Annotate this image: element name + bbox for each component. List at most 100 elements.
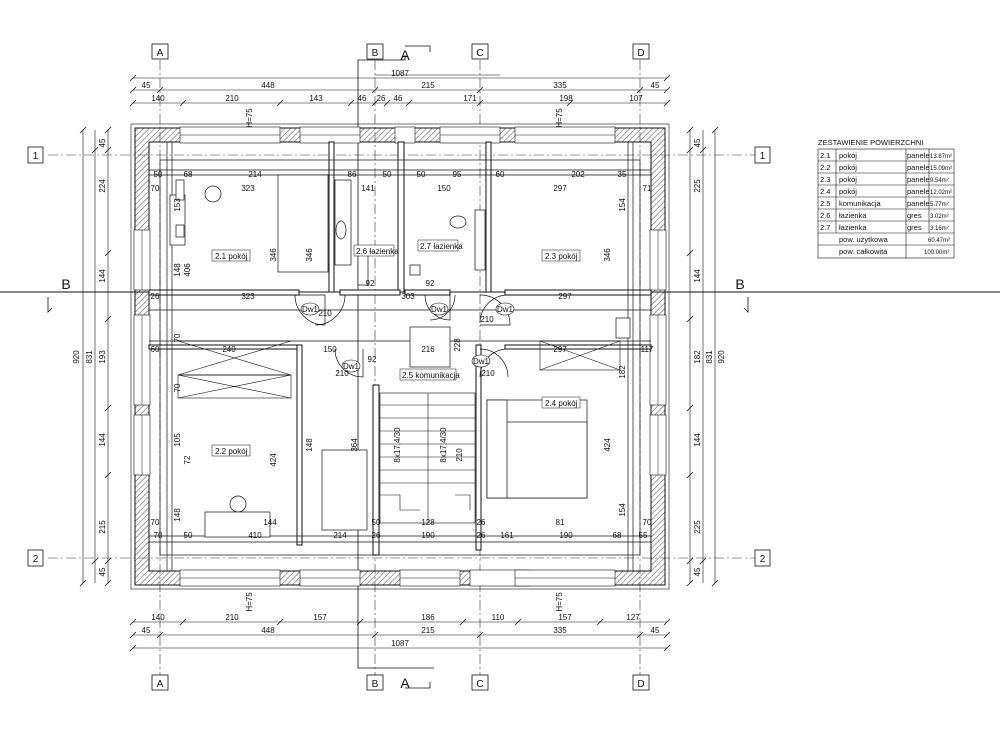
- window-h-top-left: H=75: [245, 108, 254, 128]
- axis-label-d-top: D: [637, 48, 644, 59]
- fixtures: [169, 174, 631, 538]
- room-label-2-5: 2.5 komunikacja: [402, 371, 460, 380]
- axis-label-d-bottom: D: [637, 679, 644, 690]
- window-h-bottom-right: H=75: [555, 592, 564, 612]
- dim-top-r2-1: 448: [261, 81, 275, 90]
- dim-left-mid: 831: [85, 350, 94, 364]
- dim-in-346b: 346: [305, 248, 314, 262]
- dim-in-410: 144: [263, 518, 277, 527]
- axis-label-2-right: 2: [760, 554, 766, 565]
- table-row-0-area: 13.87m²: [930, 154, 952, 160]
- dim-bot-r2-1: 448: [261, 626, 275, 635]
- dim-in-210a: 210: [318, 309, 332, 318]
- table-row-6-name: łazienka: [839, 223, 867, 232]
- dim-in-105: 70: [173, 333, 182, 342]
- axis-label-2-left: 2: [33, 554, 39, 565]
- dim-in-141: 141: [361, 184, 375, 193]
- dim-top-r2-3: 335: [553, 81, 567, 90]
- dim-left-seg-4: 144: [98, 433, 107, 447]
- dim-in-210c: 210: [335, 369, 349, 378]
- dim-right-mid: 831: [705, 350, 714, 364]
- dim-in-26d: 26: [477, 531, 486, 540]
- dim-in-50b: 50: [417, 170, 426, 179]
- dim-right-seg-5: 225: [693, 520, 702, 534]
- dim-in-424a: 148: [305, 438, 314, 452]
- door-tag-1: Dw1: [302, 305, 319, 314]
- door-tag-5: Dw1: [473, 357, 490, 366]
- dim-bot-r1-1: 210: [225, 613, 239, 622]
- dim-in-297-bot: 81: [556, 518, 565, 527]
- table-row-3-name: pokój: [839, 187, 857, 196]
- table-row-1-finish: panele: [907, 163, 930, 172]
- dim-top-r3-4: 26: [377, 94, 386, 103]
- table-summary-0-area: 60.47m²: [928, 238, 950, 244]
- door-tag-4: Dw1: [343, 362, 360, 371]
- dim-in-297-top: 297: [553, 184, 567, 193]
- dim-in-406: 406: [183, 263, 192, 277]
- dim-in-50a: 50: [383, 170, 392, 179]
- dim-in-68-tl: 68: [184, 170, 193, 179]
- room-label-2-7: 2.7 łazienka: [420, 242, 463, 251]
- dim-right-seg-6: 45: [693, 567, 702, 576]
- table-row-6-num: 2.7: [820, 223, 830, 232]
- room-label-2-6: 2.6 łazienka: [356, 247, 399, 256]
- dim-bot-r2-4: 45: [651, 626, 660, 635]
- dim-in-50-tl: 50: [154, 170, 163, 179]
- section-b-right-label: B: [735, 276, 744, 292]
- dim-in-364a: 424: [269, 453, 278, 467]
- table-row-2-num: 2.3: [820, 175, 830, 184]
- dim-right-seg-2: 144: [693, 269, 702, 283]
- dim-in-148b: 105: [173, 433, 182, 447]
- table-row-5-name: łazienka: [839, 211, 867, 220]
- dim-in-50-br: 55: [639, 531, 648, 540]
- dim-in-150-c: 150: [323, 345, 337, 354]
- table-summary-1-area: 100.00m²: [924, 250, 949, 256]
- interior-dims: 323 141 86 50 50 95 150 60 202 297 214 5…: [151, 170, 652, 540]
- dim-in-323-mid: 323: [241, 292, 255, 301]
- dim-in-92c: 92: [368, 355, 377, 364]
- dim-in-303: 303: [401, 292, 415, 301]
- dim-in-70-r: 117: [641, 345, 654, 354]
- table-title: ZESTAWIENIE POWIERZCHNI: [818, 138, 923, 147]
- table-row-3-finish: panele: [907, 187, 930, 196]
- axis-label-c-top: C: [476, 48, 483, 59]
- window-h-bottom-left: H=75: [245, 592, 254, 612]
- stair-label-left: 8x17,4/30: [393, 427, 402, 463]
- dim-top-r3-6: 171: [463, 94, 477, 103]
- table-row-1-num: 2.2: [820, 163, 830, 172]
- dim-in-70-bl: 70: [151, 518, 160, 527]
- dim-in-202: 202: [571, 170, 585, 179]
- table-row-2-name: pokój: [839, 175, 857, 184]
- dim-left-seg-0: 45: [98, 138, 107, 147]
- dim-in-26a: 50: [372, 518, 381, 527]
- dim-left-seg-2: 144: [98, 269, 107, 283]
- dim-in-297-mid: 297: [558, 292, 572, 301]
- table-row-5-finish: gres: [907, 211, 922, 220]
- door-tag-2: Dw1: [431, 305, 448, 314]
- dim-in-346c: 346: [603, 248, 612, 262]
- dim-in-70-tl: 70: [151, 184, 160, 193]
- dim-bot-r2-2: 215: [421, 626, 435, 635]
- table-row-2-finish: panele: [907, 175, 930, 184]
- table-row-0-name: pokój: [839, 151, 857, 160]
- dim-in-346a: 346: [269, 248, 278, 262]
- dim-in-161: 190: [559, 531, 573, 540]
- table-row-1-area: 15.09m²: [930, 166, 952, 172]
- room-label-2-4: 2.4 pokój: [545, 399, 578, 408]
- dim-top-overall: 1087: [391, 69, 409, 78]
- axis-label-b-top: B: [372, 48, 379, 59]
- dim-in-117: 182: [618, 365, 627, 379]
- table-row-3-num: 2.4: [820, 187, 830, 196]
- dim-in-26c: 26: [477, 518, 486, 527]
- room-label-2-1: 2.1 pokój: [215, 252, 248, 261]
- dim-left-overall: 920: [72, 350, 81, 364]
- dim-top-r3-1: 210: [225, 94, 239, 103]
- dim-in-190b: 190: [421, 531, 435, 540]
- dim-in-50-bl: 70: [154, 531, 163, 540]
- dim-in-128: 214: [333, 531, 347, 540]
- dim-in-92a: 92: [366, 279, 375, 288]
- table-row-5-num: 2.6: [820, 211, 830, 220]
- table-row-4-num: 2.5: [820, 199, 830, 208]
- dim-in-216: 216: [421, 345, 435, 354]
